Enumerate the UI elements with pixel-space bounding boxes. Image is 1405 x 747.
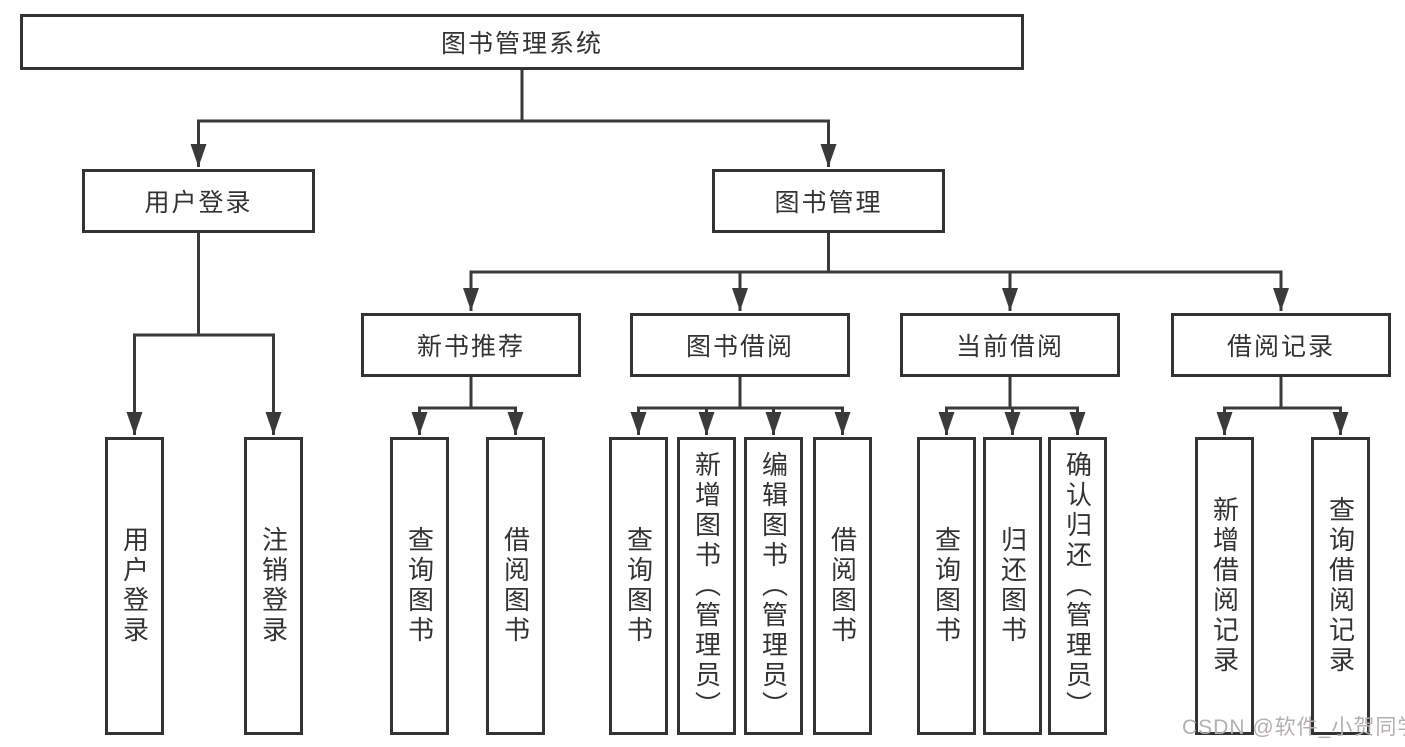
leaf-confirm-return-admin: 确认归还（管理员）: [1048, 437, 1107, 735]
node-current-borrow: 当前借阅: [900, 313, 1120, 377]
node-label: 当前借阅: [955, 333, 1064, 361]
node-label: 借阅记录: [1226, 333, 1335, 361]
node-label: 用户登录: [144, 189, 253, 217]
node-label: 图书借阅: [685, 333, 794, 361]
leaf-label: 查询借阅记录: [1325, 496, 1356, 676]
leaf-add-book-admin: 新增图书（管理员）: [677, 437, 736, 735]
leaf-label: 借阅图书: [500, 526, 531, 646]
leaf-label: 确认归还（管理员）: [1062, 451, 1093, 721]
node-borrow-records: 借阅记录: [1171, 313, 1391, 377]
leaf-label: 新增借阅记录: [1209, 496, 1240, 676]
leaf-label: 用户登录: [119, 526, 150, 646]
leaf-logout: 注销登录: [244, 437, 303, 735]
leaf-label: 借阅图书: [827, 526, 858, 646]
leaf-query-book-recommend: 查询图书: [390, 437, 449, 735]
leaf-return-book: 归还图书: [983, 437, 1042, 735]
node-label: 图书管理: [774, 189, 883, 217]
node-label: 新书推荐: [416, 333, 525, 361]
node-book-management: 图书管理: [712, 169, 945, 233]
leaf-edit-book-admin: 编辑图书（管理员）: [744, 437, 803, 735]
leaf-label: 查询图书: [623, 526, 654, 646]
node-label: 图书管理系统: [440, 30, 603, 58]
node-book-borrow: 图书借阅: [630, 313, 850, 377]
node-user-login: 用户登录: [82, 169, 315, 233]
leaf-user-login: 用户登录: [105, 437, 164, 735]
leaf-borrow-book: 借阅图书: [813, 437, 872, 735]
node-library-management-system: 图书管理系统: [20, 14, 1024, 70]
leaf-label: 注销登录: [258, 526, 289, 646]
leaf-borrow-book-recommend: 借阅图书: [486, 437, 545, 735]
node-new-book-recommend: 新书推荐: [361, 313, 581, 377]
leaf-label: 编辑图书（管理员）: [758, 451, 789, 721]
leaf-label: 查询图书: [404, 526, 435, 646]
leaf-label: 归还图书: [997, 526, 1028, 646]
watermark: CSDN @软件_小贺同学: [1182, 716, 1405, 739]
leaf-query-book-current: 查询图书: [917, 437, 976, 735]
leaf-query-book-borrow: 查询图书: [609, 437, 668, 735]
leaf-query-borrow-record: 查询借阅记录: [1311, 437, 1370, 735]
leaf-add-borrow-record: 新增借阅记录: [1195, 437, 1254, 735]
leaf-label: 查询图书: [931, 526, 962, 646]
leaf-label: 新增图书（管理员）: [691, 451, 722, 721]
